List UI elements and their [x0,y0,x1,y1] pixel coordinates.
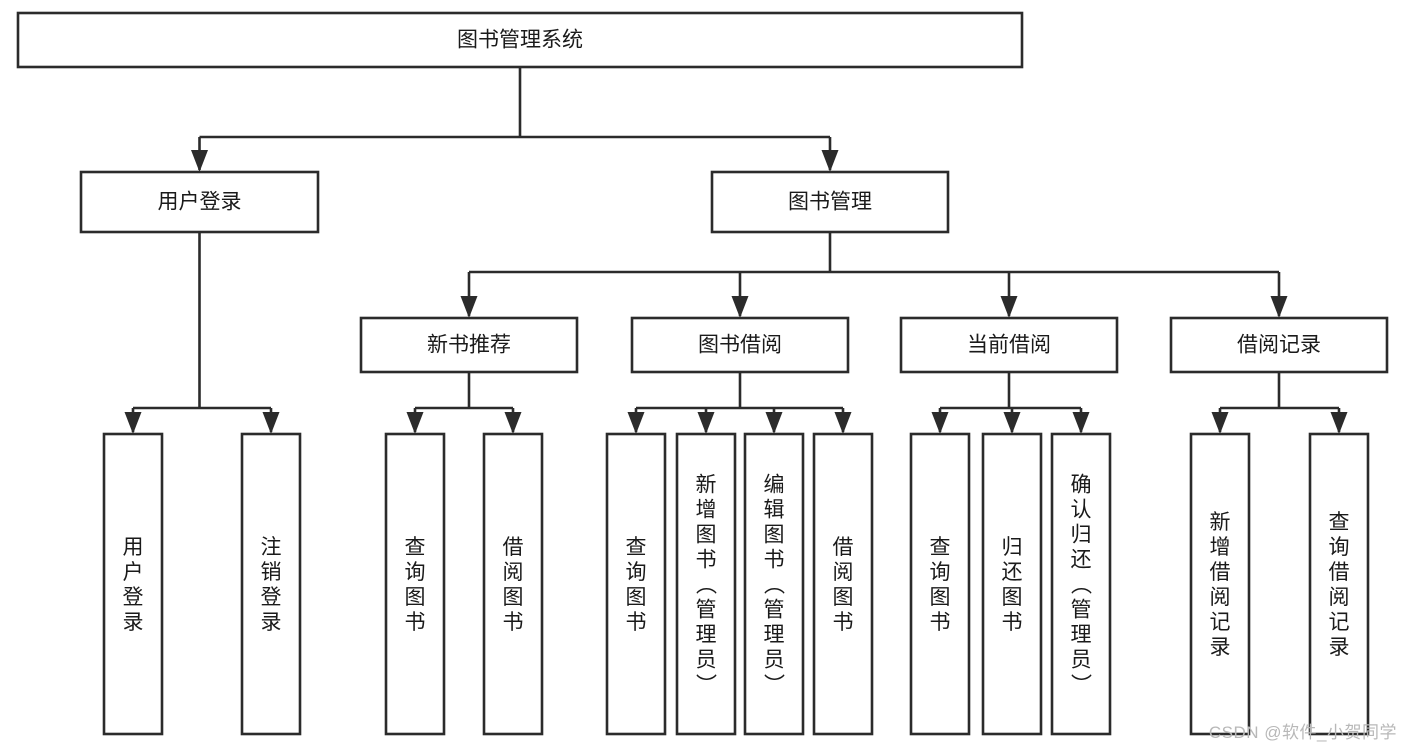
arrow-head-leaf-query-book-3 [931,412,949,434]
node-label-book-borrow: 图书借阅 [698,334,782,357]
arrow-head-leaf-edit-book [765,412,783,434]
arrow-head-borrow-record [1270,296,1288,318]
node-label-leaf-borrow-book-2: 借阅图书 [833,536,854,634]
node-leaf-query-record[interactable]: 查询借阅记录 [1308,432,1370,736]
arrow-head-user-login [191,150,208,172]
arrow-head-leaf-query-book-1 [406,412,424,434]
node-label-borrow-record: 借阅记录 [1237,334,1321,357]
node-leaf-query-book-1[interactable]: 查询图书 [384,432,446,736]
node-box-leaf-borrow-book-1 [482,432,544,736]
node-label-book-manage: 图书管理 [788,191,872,214]
node-borrow-record[interactable]: 借阅记录 [1169,316,1389,374]
arrow-head-book-manage [821,150,839,172]
node-label-current-borrow: 当前借阅 [967,334,1051,357]
node-label-leaf-confirm-return: 确认归还（管理员） [1071,474,1093,697]
node-label-leaf-return-book: 归还图书 [1002,536,1023,634]
node-label-leaf-query-book-2: 查询图书 [626,536,647,634]
node-box-book-manage [710,170,950,234]
connector-layer [124,67,1348,434]
node-leaf-add-record[interactable]: 新增借阅记录 [1189,432,1251,736]
node-box-leaf-borrow-book-2 [812,432,874,736]
arrow-head-leaf-confirm-return [1072,412,1090,434]
node-box-leaf-query-record [1308,432,1370,736]
node-box-leaf-user-login [102,432,164,736]
arrow-head-leaf-borrow-book-2 [834,412,852,434]
arrow-head-leaf-logout [262,412,280,434]
node-label-new-book-rec: 新书推荐 [427,334,511,357]
node-box-leaf-confirm-return [1050,432,1112,736]
node-label-leaf-user-login: 用户登录 [123,536,144,634]
arrow-head-leaf-add-record [1211,412,1229,434]
node-box-root [16,11,1024,69]
node-book-manage[interactable]: 图书管理 [710,170,950,234]
node-leaf-logout[interactable]: 注销登录 [240,432,302,736]
node-box-current-borrow [899,316,1119,374]
node-leaf-query-book-3[interactable]: 查询图书 [909,432,971,736]
node-leaf-borrow-book-2[interactable]: 借阅图书 [812,432,874,736]
node-new-book-rec[interactable]: 新书推荐 [359,316,579,374]
node-label-leaf-add-book: 新增图书（管理员） [696,474,718,697]
node-box-leaf-query-book-1 [384,432,446,736]
node-layer: 图书管理系统用户登录图书管理新书推荐图书借阅当前借阅借阅记录用户登录注销登录查询… [16,11,1389,736]
arrow-head-leaf-return-book [1003,412,1021,434]
node-leaf-confirm-return[interactable]: 确认归还（管理员） [1050,432,1112,736]
node-label-leaf-add-record: 新增借阅记录 [1210,511,1231,659]
node-leaf-borrow-book-1[interactable]: 借阅图书 [482,432,544,736]
arrow-head-leaf-user-login [124,412,142,434]
node-user-login[interactable]: 用户登录 [79,170,320,234]
node-label-leaf-borrow-book-1: 借阅图书 [503,536,524,634]
node-box-new-book-rec [359,316,579,374]
node-label-root: 图书管理系统 [457,29,583,52]
node-leaf-add-book[interactable]: 新增图书（管理员） [675,432,737,736]
node-book-borrow[interactable]: 图书借阅 [630,316,850,374]
node-box-book-borrow [630,316,850,374]
node-leaf-edit-book[interactable]: 编辑图书（管理员） [743,432,805,736]
node-label-leaf-query-book-3: 查询图书 [930,536,951,634]
node-box-leaf-add-book [675,432,737,736]
watermark-text: CSDN @软件_小贺同学 [1208,723,1397,742]
node-box-borrow-record [1169,316,1389,374]
node-box-user-login [79,170,320,234]
node-box-leaf-query-book-2 [605,432,667,736]
node-label-leaf-logout: 注销登录 [261,536,282,634]
node-label-leaf-query-record: 查询借阅记录 [1329,511,1350,659]
node-leaf-return-book[interactable]: 归还图书 [981,432,1043,736]
arrow-head-leaf-add-book [697,412,715,434]
node-label-leaf-edit-book: 编辑图书（管理员） [764,474,786,697]
arrow-head-leaf-query-book-2 [627,412,645,434]
arrow-head-leaf-borrow-book-1 [504,412,522,434]
arrow-head-book-borrow [731,296,749,318]
node-box-leaf-query-book-3 [909,432,971,736]
node-leaf-query-book-2[interactable]: 查询图书 [605,432,667,736]
node-current-borrow[interactable]: 当前借阅 [899,316,1119,374]
arrow-head-current-borrow [1000,296,1018,318]
node-box-leaf-return-book [981,432,1043,736]
arrow-head-leaf-query-record [1330,412,1348,434]
node-label-leaf-query-book-1: 查询图书 [405,536,426,634]
node-box-leaf-logout [240,432,302,736]
node-box-leaf-add-record [1189,432,1251,736]
node-box-leaf-edit-book [743,432,805,736]
node-root[interactable]: 图书管理系统 [16,11,1024,69]
arrow-head-new-book-rec [460,296,478,318]
node-label-user-login: 用户登录 [158,191,242,214]
node-leaf-user-login[interactable]: 用户登录 [102,432,164,736]
